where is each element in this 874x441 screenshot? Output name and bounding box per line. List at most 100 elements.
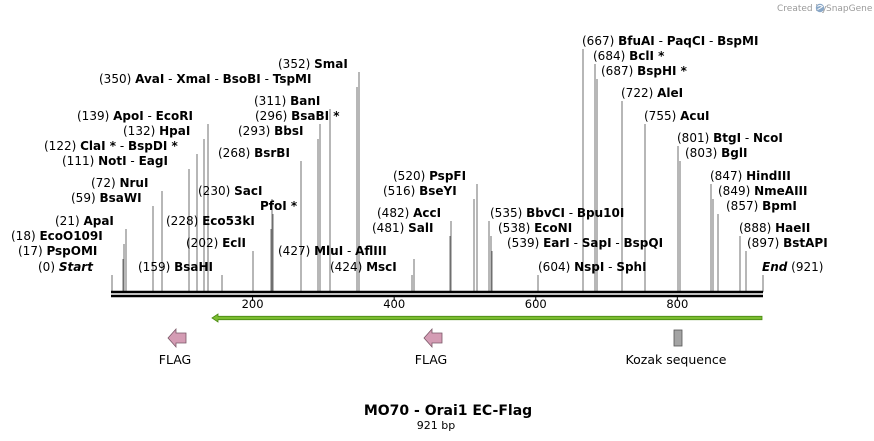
site-position: (159) [138,260,174,274]
enzyme-name: SphI [616,260,646,274]
cut-site-label[interactable]: (482) AccI [377,206,441,220]
cut-site-label[interactable]: (18) EcoO109I [11,229,103,243]
snapgene-logo-icon [815,3,825,13]
enzyme-name: PspOMI [46,244,97,258]
cut-site-label[interactable]: (801) BtgI - NcoI [677,131,783,145]
cut-site-label[interactable]: (755) AcuI [644,109,710,123]
enzyme-name: AleI [657,86,683,100]
cut-site-label[interactable]: (230) SacI [198,184,262,198]
enzyme-name: EagI [139,154,168,168]
cut-site-label[interactable]: (535) BbvCI - Bpu10I [490,206,624,220]
cut-site-label[interactable]: End (921) [762,260,823,274]
enzyme-name: NotI [98,154,127,168]
cut-site-label[interactable]: (159) BsaHI [138,260,213,274]
feature-1[interactable]: FLAG [415,327,447,367]
enzyme-name: EcoRI [156,109,193,123]
site-position: (72) [91,176,119,190]
site-position: (849) [718,184,754,198]
cut-site-label[interactable]: (59) BsaWI [71,191,142,205]
cut-site-label[interactable]: (849) NmeAIII [718,184,807,198]
enzyme-name: XmaI [176,72,210,86]
cut-site-label[interactable]: (296) BsaBI * [255,109,340,123]
cut-site-label[interactable]: (857) BpmI [726,199,797,213]
site-position: (18) [11,229,39,243]
cut-site-label[interactable]: (539) EarI - SapI - BspQI [507,236,663,250]
site-position: (111) [62,154,98,168]
cut-site-label[interactable]: (293) BbsI [238,124,303,138]
site-position: (17) [18,244,46,258]
enzyme-name: TspMI [273,72,312,86]
cut-site-label[interactable]: (604) NspI - SphI [538,260,647,274]
cut-site-label[interactable]: (268) BsrBI [218,146,290,160]
cut-site-label[interactable]: (427) MluI - AflIII [278,244,387,258]
site-position: (481) [372,221,408,235]
feature-2[interactable]: Kozak sequence [626,329,727,367]
cut-site-label[interactable]: (667) BfuAI - PaqCI - BspMI [582,34,758,48]
name-separator: - [604,260,616,274]
cut-site-label[interactable]: (352) SmaI [278,57,348,71]
site-position: (801) [677,131,713,145]
enzyme-name: BspHI * [637,64,688,78]
cut-site-label[interactable]: (888) HaeII [739,221,810,235]
cut-site-label[interactable]: (21) ApaI [55,214,114,228]
cut-site-label[interactable]: (228) Eco53kI [166,214,255,228]
cut-site-label[interactable]: (0) Start [38,260,94,274]
cut-site-label[interactable]: (520) PspFI [393,169,466,183]
cut-site-label[interactable]: (481) SalI [372,221,433,235]
cut-site-label[interactable]: (202) EclI [186,236,246,250]
enzyme-name: MluI [314,244,343,258]
enzyme-name: BclI * [629,49,665,63]
enzyme-name: Bpu10I [577,206,624,220]
name-separator: - [127,154,139,168]
enzyme-name: NmeAIII [754,184,807,198]
site-position: (230) [198,184,234,198]
cut-site-label[interactable]: (538) EcoNI [498,221,572,235]
name-separator: - [612,236,624,250]
site-position: (427) [278,244,314,258]
site-position: (424) [330,260,366,274]
cut-site-label[interactable]: (350) AvaI - XmaI - BsoBI - TspMI [99,72,311,86]
cut-site-label[interactable]: (132) HpaI [123,124,190,138]
site-position: (539) [507,236,543,250]
cut-site-label[interactable]: (687) BspHI * [601,64,688,78]
orf-arrow-icon[interactable] [211,313,763,323]
enzyme-name: BsaBI * [291,109,340,123]
enzyme-name: ClaI * [80,139,117,153]
cut-site-label[interactable]: PfoI * [260,199,298,213]
site-position: (350) [99,72,135,86]
site-position: (535) [490,206,526,220]
cut-site-label[interactable]: (311) BanI [254,94,320,108]
site-position: (268) [218,146,254,160]
cut-site-label[interactable]: (684) BclI * [593,49,665,63]
site-position: (538) [498,221,534,235]
name-separator: - [164,72,176,86]
enzyme-name: AvaI [135,72,164,86]
enzyme-name: EcoO109I [39,229,102,243]
name-separator: - [261,72,273,86]
feature-0[interactable]: FLAG [159,327,191,367]
enzyme-name: BspMI [717,34,758,48]
enzyme-name: NcoI [753,131,783,145]
cut-site-label[interactable]: (122) ClaI * - BspDI * [44,139,178,153]
cut-site-label[interactable]: (516) BseYI [383,184,457,198]
cut-site-label[interactable]: (803) BglI [685,146,747,160]
site-leader-lines [111,49,764,292]
enzyme-name: EarI [543,236,570,250]
cut-site-label[interactable]: (722) AleI [621,86,683,100]
site-position: (687) [601,64,637,78]
cut-site-label[interactable]: (17) PspOMI [18,244,97,258]
site-position: (352) [278,57,314,71]
cut-site-label[interactable]: (139) ApoI - EcoRI [77,109,193,123]
cut-site-label[interactable]: (847) HindIII [710,169,791,183]
cut-site-label[interactable]: (72) NruI [91,176,148,190]
name-separator: - [343,244,355,258]
enzyme-name: HaeII [775,221,810,235]
enzyme-name: AccI [413,206,441,220]
enzyme-name: SacI [234,184,262,198]
cut-site-label[interactable]: (897) BstAPI [747,236,828,250]
cut-site-label[interactable]: (111) NotI - EagI [62,154,168,168]
cut-site-label[interactable]: (424) MscI [330,260,397,274]
site-position: (0) [38,260,59,274]
watermark: Created by SnapGene [777,3,873,14]
